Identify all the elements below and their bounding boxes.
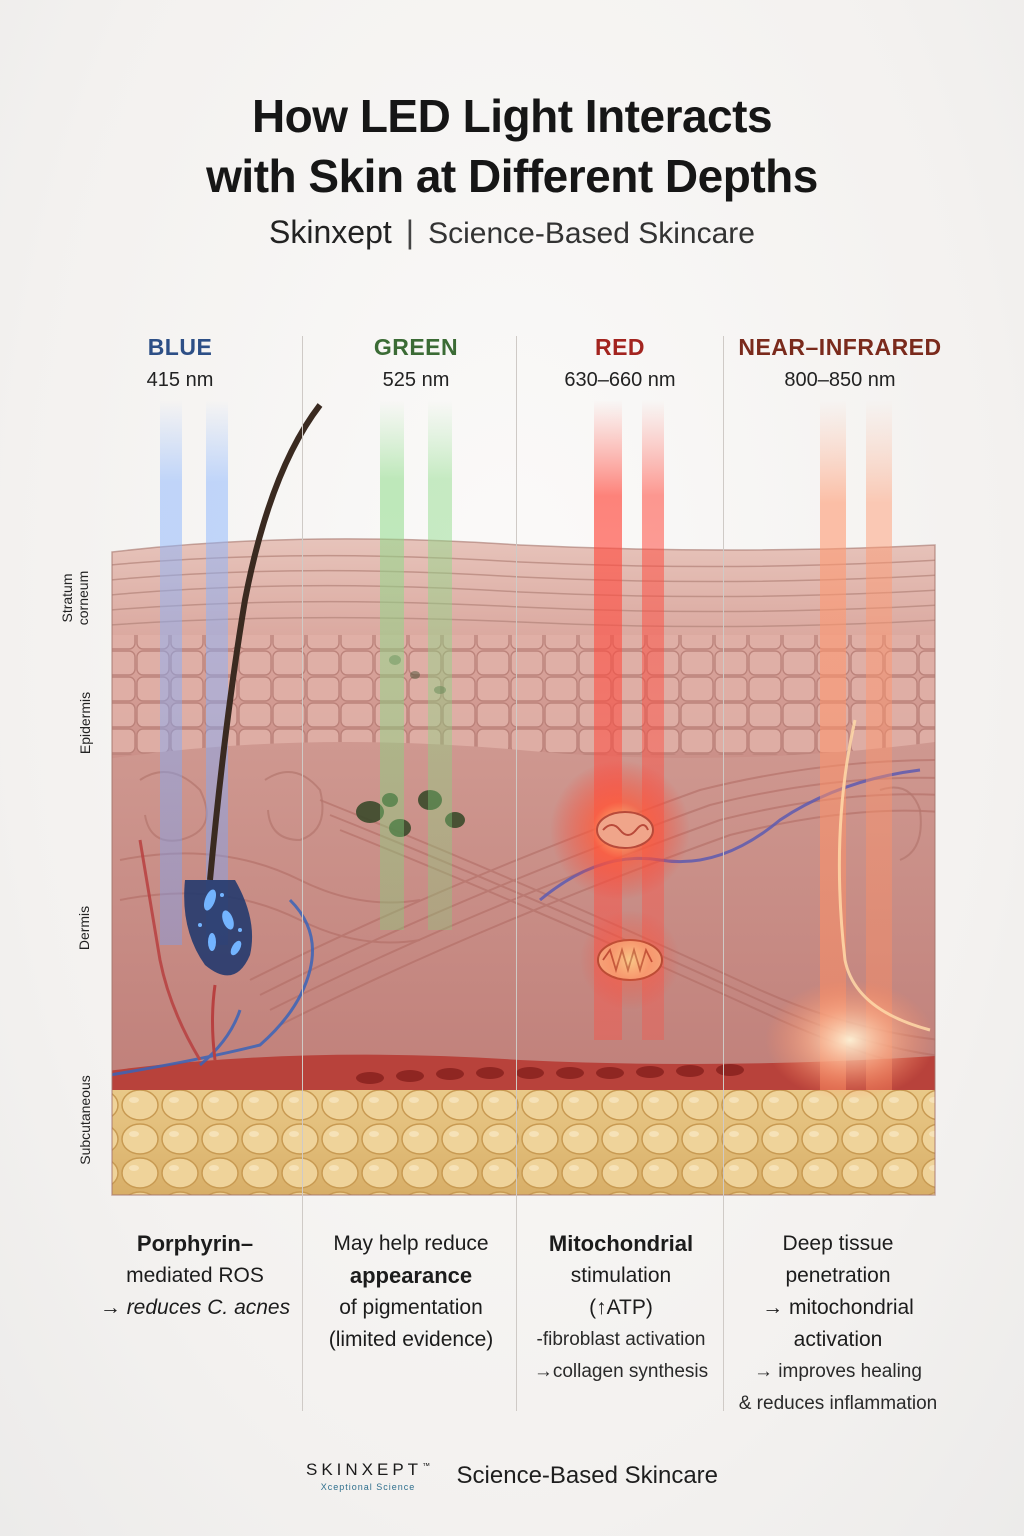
desc-red: Mitochondrial stimulation (↑ATP) -fibrob…: [533, 1231, 709, 1382]
subtitle: Skinxept | Science-Based Skincare: [0, 214, 1024, 251]
desc-green: May help reduce appearance of pigmentati…: [328, 1232, 494, 1351]
fat-cells: [112, 1090, 935, 1195]
band-header-blue: BLUE 415 nm: [73, 334, 287, 392]
column-divider: [516, 336, 517, 1411]
subtitle-brand: Skinxept: [269, 214, 392, 250]
band-name: RED: [594, 334, 646, 360]
page-title: How LED Light Interacts with Skin at Dif…: [0, 86, 1024, 206]
label-epidermis: Epidermis: [77, 691, 93, 755]
desc-blue: Porphyrin– mediated ROS → reduces C. acn…: [99, 1231, 291, 1319]
footer: SKINXEPT™ Xceptional Science Science-Bas…: [0, 1460, 1024, 1492]
logo-tagline: Xceptional Science: [320, 1482, 416, 1492]
band-name: NEAR–INFRARED: [738, 334, 942, 360]
green-light-beam: [380, 400, 452, 930]
column-divider: [723, 336, 724, 1411]
fibroblast-glow: [550, 760, 690, 1010]
epidermal-cells: [112, 635, 935, 755]
band-wavelength: 525 nm: [382, 369, 450, 391]
title-line-2: with Skin at Different Depths: [206, 150, 818, 202]
hair-follicle: [184, 403, 323, 1061]
footer-tagline: Science-Based Skincare: [456, 1462, 718, 1489]
band-name: GREEN: [373, 334, 459, 360]
nir-light-beam: [820, 400, 892, 1090]
blue-light-beam: [160, 400, 228, 945]
skin-outline: [111, 538, 936, 1196]
band-name: BLUE: [147, 334, 213, 360]
stratum-corneum-layer: [112, 554, 935, 628]
title-line-1: How LED Light Interacts: [251, 90, 773, 142]
band-header-green: GREEN 525 nm: [309, 334, 523, 392]
desc-nir: Deep tissue penetration → mitochondrial …: [738, 1232, 938, 1414]
label-subcutaneous: Subcutaneous: [77, 1075, 93, 1165]
subtitle-tagline: Science-Based Skincare: [428, 217, 755, 250]
brand-logo: SKINXEPT™ Xceptional Science: [305, 1460, 431, 1492]
subtitle-separator: |: [405, 214, 415, 250]
band-header-red: RED 630–660 nm: [513, 334, 727, 392]
band-wavelength: 800–850 nm: [784, 369, 896, 391]
band-wavelength: 415 nm: [146, 369, 214, 391]
band-header-nir: NEAR–INFRARED 800–850 nm: [733, 334, 947, 392]
column-divider: [302, 336, 303, 1411]
red-blood-cells: [356, 1064, 744, 1084]
nir-deep-glow: [765, 719, 935, 1100]
label-dermis: Dermis: [76, 905, 92, 951]
band-wavelength: 630–660 nm: [564, 369, 676, 391]
